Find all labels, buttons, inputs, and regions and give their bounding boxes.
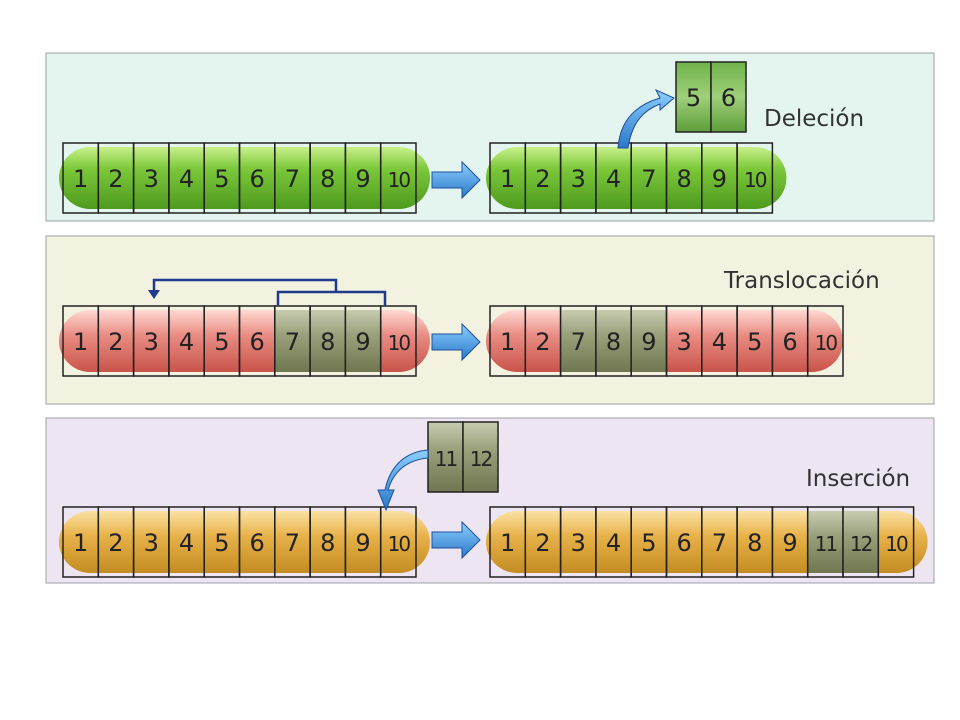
gene-label: 5 xyxy=(747,328,762,356)
gene-label: 2 xyxy=(108,328,123,356)
gene-cell xyxy=(806,305,844,377)
insertion-inserted-segment: 11 12 xyxy=(427,421,499,493)
translocation-title: Translocación xyxy=(724,268,880,294)
gene-label: 8 xyxy=(320,529,335,557)
gene-label: 8 xyxy=(747,529,762,557)
gene-cell xyxy=(736,142,774,214)
gene-label: 7 xyxy=(285,328,300,356)
gene-label: 10 xyxy=(815,331,838,355)
insertion-curved-arrow xyxy=(377,449,429,512)
gene-label: 10 xyxy=(388,532,411,556)
gene-label: 6 xyxy=(721,84,736,112)
gene-label: 10 xyxy=(744,168,767,192)
gene-label: 1 xyxy=(500,328,515,356)
gene-label: 2 xyxy=(535,165,550,193)
gene-label: 9 xyxy=(641,328,656,356)
gene-cell xyxy=(379,305,417,377)
gene-label: 10 xyxy=(388,331,411,355)
gene-label: 8 xyxy=(677,165,692,193)
translocation-bracket xyxy=(148,278,387,306)
deletion-title: Deleción xyxy=(764,106,865,132)
gene-label: 12 xyxy=(850,532,872,556)
gene-label: 5 xyxy=(686,84,701,112)
gene-label: 11 xyxy=(435,447,457,471)
gene-label: 9 xyxy=(355,328,370,356)
gene-label: 5 xyxy=(214,165,229,193)
gene-label: 3 xyxy=(571,165,586,193)
gene-label: 10 xyxy=(388,168,411,192)
gene-label: 9 xyxy=(712,165,727,193)
gene-label: 3 xyxy=(571,529,586,557)
gene-label: 9 xyxy=(355,529,370,557)
gene-label: 9 xyxy=(782,529,797,557)
gene-label: 2 xyxy=(108,165,123,193)
gene-label: 2 xyxy=(535,328,550,356)
deletion-curved-arrow xyxy=(617,88,675,149)
gene-label: 6 xyxy=(250,328,265,356)
gene-label: 1 xyxy=(500,165,515,193)
gene-label: 4 xyxy=(179,328,194,356)
gene-label: 8 xyxy=(320,165,335,193)
gene-label: 3 xyxy=(144,328,159,356)
gene-label: 7 xyxy=(571,328,586,356)
gene-label: 1 xyxy=(73,165,88,193)
gene-label: 3 xyxy=(144,165,159,193)
gene-label: 6 xyxy=(782,328,797,356)
gene-label: 3 xyxy=(144,529,159,557)
translocation-transition-arrow xyxy=(431,322,481,362)
gene-cell xyxy=(379,142,417,214)
gene-cell xyxy=(877,506,915,578)
insertion-title: Inserción xyxy=(806,466,911,492)
gene-label: 4 xyxy=(179,529,194,557)
gene-label: 1 xyxy=(73,529,88,557)
gene-label: 7 xyxy=(285,529,300,557)
gene-label: 6 xyxy=(250,165,265,193)
gene-label: 12 xyxy=(470,447,492,471)
gene-label: 4 xyxy=(712,328,727,356)
gene-label: 1 xyxy=(500,529,515,557)
gene-label: 2 xyxy=(108,529,123,557)
gene-label: 4 xyxy=(179,165,194,193)
gene-label: 5 xyxy=(641,529,656,557)
deletion-transition-arrow xyxy=(431,160,481,200)
gene-label: 6 xyxy=(250,529,265,557)
gene-label: 4 xyxy=(606,529,621,557)
gene-label: 8 xyxy=(606,328,621,356)
gene-label: 6 xyxy=(677,529,692,557)
gene-label: 10 xyxy=(885,532,908,556)
gene-label: 3 xyxy=(677,328,692,356)
gene-label: 5 xyxy=(214,529,229,557)
gene-label: 9 xyxy=(355,165,370,193)
gene-label: 4 xyxy=(606,165,621,193)
gene-label: 7 xyxy=(641,165,656,193)
gene-label: 1 xyxy=(73,328,88,356)
gene-label: 7 xyxy=(285,165,300,193)
gene-label: 8 xyxy=(320,328,335,356)
gene-label: 2 xyxy=(535,529,550,557)
gene-cell xyxy=(379,506,417,578)
insertion-transition-arrow xyxy=(431,520,481,560)
gene-label: 11 xyxy=(815,532,837,556)
gene-label: 5 xyxy=(214,328,229,356)
gene-label: 7 xyxy=(712,529,727,557)
